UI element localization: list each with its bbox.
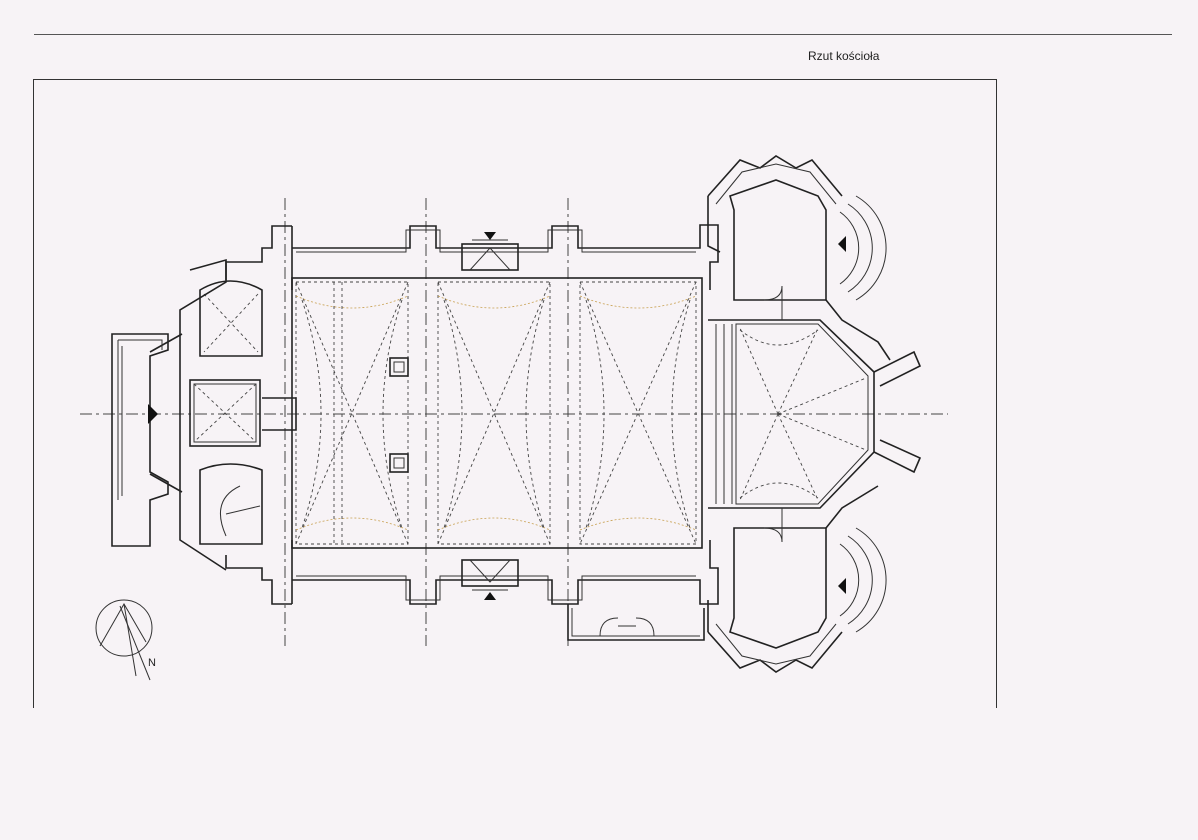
west-porch: [111, 333, 169, 547]
narthex: [149, 258, 297, 571]
top-rule: [34, 34, 1172, 35]
drawing-frame: [33, 79, 997, 708]
side-entrance-north: [461, 232, 519, 271]
sacristy-annex: [567, 604, 705, 641]
main-entrance-marker: [148, 404, 158, 424]
compass-label: N: [148, 657, 156, 669]
page-title: Rzut kościoła: [808, 49, 880, 63]
north-compass-icon: [95, 599, 153, 681]
chancel: [708, 319, 922, 509]
pillar: [389, 453, 409, 473]
north-chapel: [707, 155, 891, 361]
nave-inner: [291, 277, 703, 549]
south-chapel: [707, 485, 887, 673]
nave-walls: [225, 224, 719, 605]
side-entrance-south: [461, 559, 519, 600]
nave-vaults: [295, 281, 697, 545]
pillar: [389, 357, 409, 377]
